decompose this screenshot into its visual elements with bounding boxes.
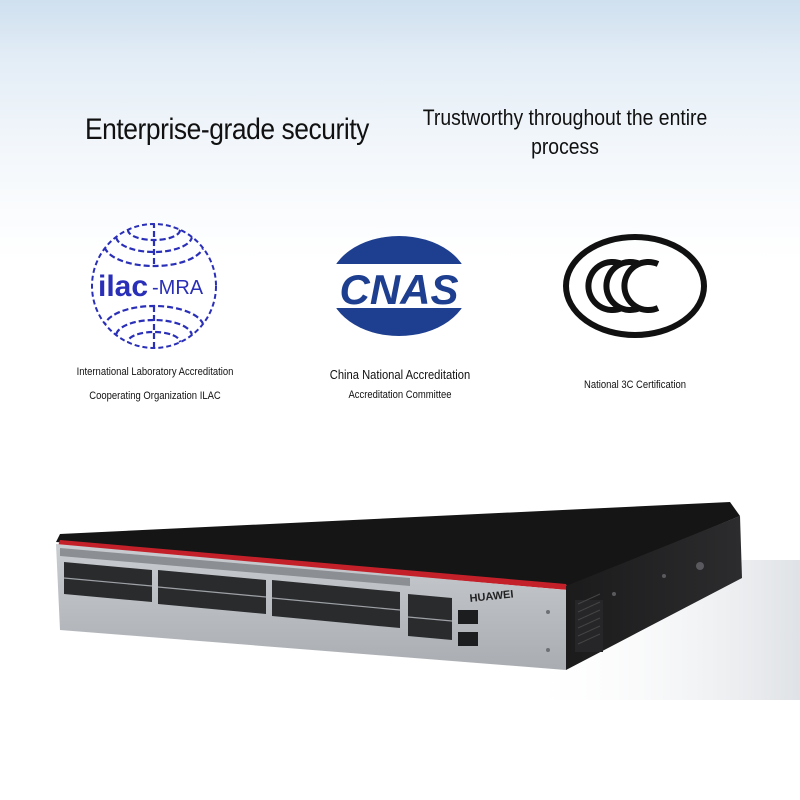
- headline-trustworthy: Trustworthy throughout the entire proces…: [422, 105, 708, 159]
- cnas-caption: China National Accreditation Accreditati…: [314, 365, 486, 405]
- ccc-caption: National 3C Certification: [549, 373, 721, 397]
- cnas-caption-line2: Accreditation Committee: [348, 389, 452, 401]
- ilac-caption: International Laboratory Accreditation C…: [52, 360, 258, 408]
- ilac-text: ilac: [98, 270, 148, 303]
- network-switch: HUAWEI: [56, 502, 800, 700]
- ccc-icon: [563, 234, 707, 338]
- ilac-caption-line2: Cooperating Organization ILAC: [89, 390, 221, 402]
- cnas-caption-line1: China National Accreditation: [329, 367, 471, 382]
- ccc-caption-line1: National 3C Certification: [583, 379, 687, 391]
- cnas-text: CNAS: [339, 266, 458, 313]
- mra-text: -MRA: [152, 277, 204, 299]
- cnas-icon: CNAS: [326, 236, 472, 336]
- huawei-brand: HUAWEI: [469, 588, 514, 605]
- ilac-caption-line1: International Laboratory Accreditation: [76, 366, 234, 378]
- headline-enterprise-security: Enterprise-grade security: [85, 113, 369, 146]
- ilac-mra-icon: ilac -MRA: [91, 223, 217, 349]
